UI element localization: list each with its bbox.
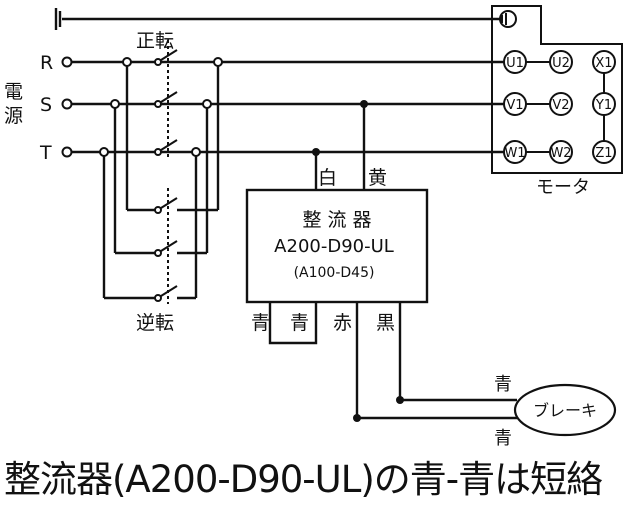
wire-blue-1-label: 青 — [251, 312, 270, 334]
power-label-line-1: 電 — [4, 81, 23, 103]
reverse-contactor — [102, 62, 220, 304]
wire-red-label: 赤 — [333, 312, 352, 334]
wire-yellow-label: 黄 — [368, 167, 387, 189]
terminal-w1-label: W1 — [504, 146, 525, 161]
motor-terminals — [503, 50, 616, 164]
ground-symbol — [54, 8, 508, 30]
power-label-line-2: 源 — [4, 105, 23, 127]
phase-t-label: T — [39, 142, 52, 164]
brake-label: ブレーキ — [533, 401, 597, 420]
motor-ground-icon — [499, 10, 517, 28]
rectifier-title: 整 流 器 — [302, 209, 371, 231]
rectifier-alt-model: (A100-D45) — [294, 265, 375, 281]
terminal-s — [61, 98, 73, 110]
terminal-t — [61, 146, 73, 158]
rectifier-model: A200-D90-UL — [274, 236, 394, 257]
rectifier-box — [245, 188, 429, 304]
brake-coil — [513, 383, 617, 437]
caption: 整流器(A200-D90-UL)の青-青は短絡 — [4, 458, 603, 501]
terminal-z1-label: Z1 — [595, 146, 612, 161]
terminal-w2-label: W2 — [550, 146, 571, 161]
phase-s-label: S — [40, 94, 52, 116]
phase-r-label: R — [40, 52, 53, 74]
wire-white-label: 白 — [318, 167, 337, 189]
terminal-x1-label: X1 — [595, 56, 612, 71]
brake-wire-top-label: 青 — [494, 374, 512, 395]
terminal-v2-label: V2 — [552, 98, 569, 113]
forward-label: 正転 — [136, 30, 174, 52]
terminal-r — [61, 56, 73, 68]
terminal-u1-label: U1 — [506, 56, 524, 71]
blue-blue-short — [268, 302, 318, 345]
motor-label: モータ — [536, 177, 590, 198]
wire-blue-2-label: 青 — [290, 312, 309, 334]
terminal-u2-label: U2 — [552, 56, 570, 71]
brake-wire-bottom-label: 青 — [494, 428, 512, 449]
terminal-v1-label: V1 — [506, 98, 523, 113]
terminal-y1-label: Y1 — [595, 98, 612, 113]
lead-black — [398, 302, 517, 402]
reverse-label: 逆転 — [136, 312, 174, 334]
lead-red — [355, 302, 517, 420]
motor-box — [491, 5, 623, 174]
wire-black-label: 黒 — [376, 312, 395, 334]
forward-contactor — [154, 40, 178, 157]
